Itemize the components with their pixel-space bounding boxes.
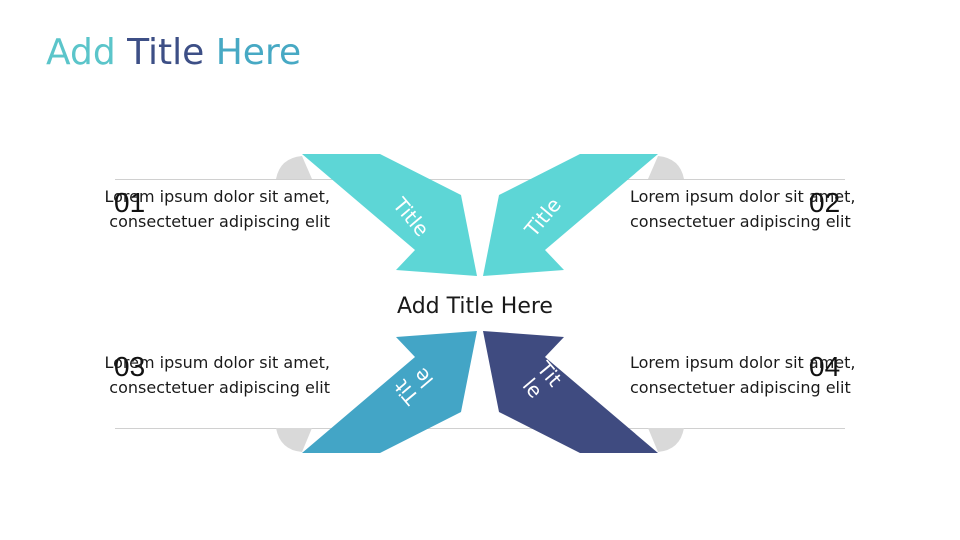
arrow-04 (483, 331, 658, 453)
item-number-03: 03 (114, 351, 146, 382)
item-text-03: Lorem ipsum dolor sit amet, consectetuer… (104, 353, 331, 397)
item-text-04: Lorem ipsum dolor sit amet, consectetuer… (630, 353, 856, 397)
item-text-02: Lorem ipsum dolor sit amet, consectetuer… (630, 187, 856, 231)
item-number-04: 04 (809, 351, 841, 382)
slide-title-part2: Title (127, 32, 216, 73)
slide-title: Add Title Here (46, 30, 301, 76)
arrow-03 (302, 331, 477, 453)
shadow-tab-04 (648, 428, 684, 452)
shadow-tab-03 (276, 428, 312, 452)
item-number-02: 02 (809, 187, 841, 218)
shadow-tab-01 (276, 156, 312, 179)
item-text-01: Lorem ipsum dolor sit amet, consectetuer… (104, 187, 331, 231)
top-divider-line (115, 179, 845, 180)
item-number-01: 01 (114, 187, 146, 218)
slide-title-part3: Here (215, 32, 302, 73)
arrow-02 (483, 154, 658, 276)
arrow-01 (302, 154, 477, 276)
center-title: Add Title Here (397, 294, 553, 319)
shadow-tab-02 (648, 156, 684, 179)
bottom-divider-line (115, 428, 845, 429)
slide-title-part1: Add (46, 32, 128, 73)
